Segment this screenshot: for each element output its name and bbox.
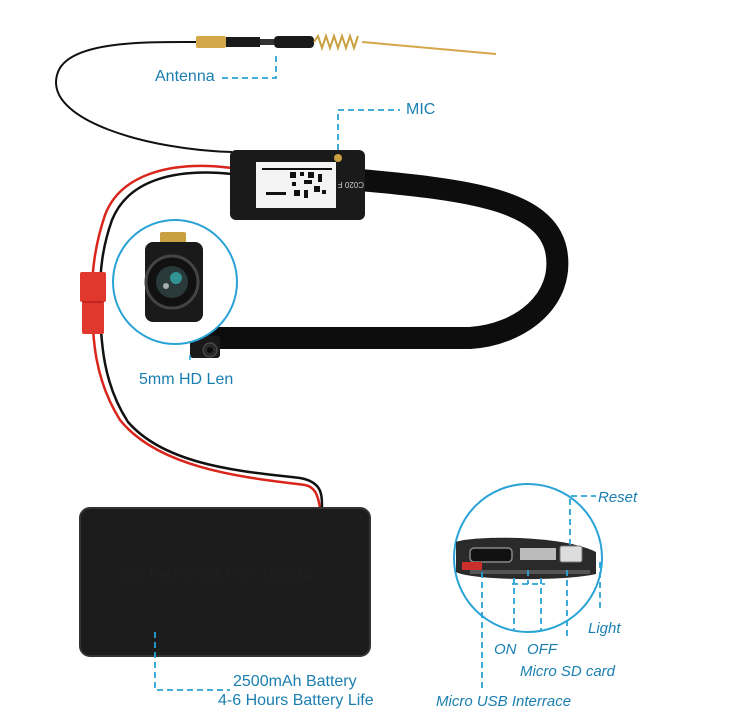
leaders <box>154 56 601 692</box>
antenna-cable <box>55 40 233 153</box>
black-wire <box>98 171 324 509</box>
battery-label: 2500mAh Battery <box>233 673 357 690</box>
battery-life-label: 4-6 Hours Battery Life <box>218 692 374 709</box>
antenna-label: Antenna <box>155 68 215 85</box>
off-label: OFF <box>527 641 557 658</box>
svg-text:C020 F: C020 F <box>338 180 364 189</box>
mic-leader <box>337 109 400 150</box>
jst-connector <box>80 272 106 334</box>
battery <box>79 507 371 657</box>
reset-label: Reset <box>598 489 638 506</box>
lens-module <box>190 336 220 358</box>
light-label: Light <box>588 620 621 637</box>
micro-usb-label: Micro USB Interrace <box>436 693 572 710</box>
antenna <box>196 32 497 55</box>
microsd-leader <box>512 570 545 585</box>
main-board: C020 F <box>230 150 365 220</box>
micro-sd-label: Micro SD card <box>520 663 616 680</box>
ribbon-cable <box>205 169 569 349</box>
antenna-leader <box>222 56 277 79</box>
lens-closeup <box>144 232 203 322</box>
on-label: ON <box>494 641 517 658</box>
board-closeup <box>456 537 596 580</box>
red-wire <box>90 164 322 509</box>
battery-print: E321827 cⓇus 125oC VW-1 (Φ3 <box>122 567 312 579</box>
mic-label: MIC <box>406 101 436 118</box>
lens-label: 5mm HD Len <box>139 371 234 388</box>
